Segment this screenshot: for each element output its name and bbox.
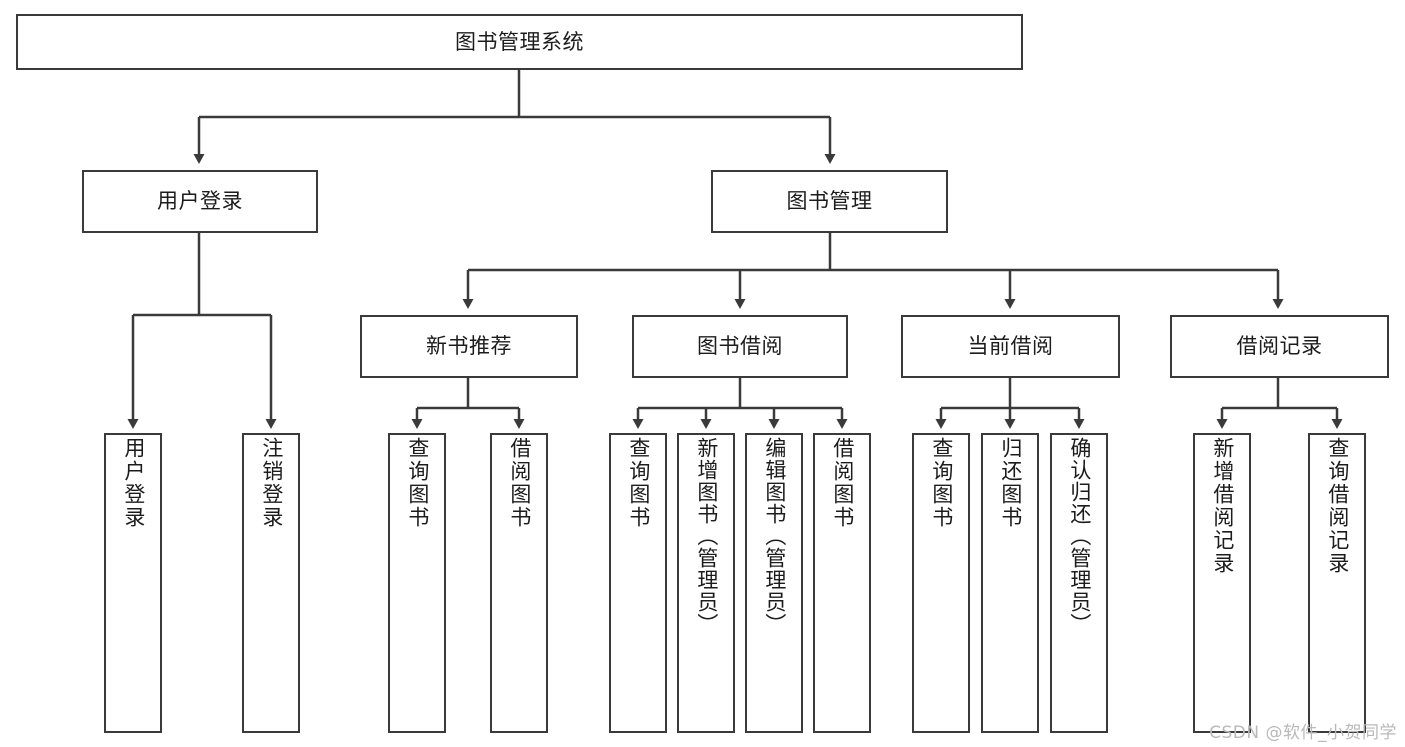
node-label: 当前借阅	[967, 334, 1054, 359]
leaf-query-book-newbook[interactable]: 查询图书	[388, 433, 446, 733]
node-label: 用户登录	[121, 437, 146, 529]
leaf-return-book[interactable]: 归还图书	[981, 433, 1039, 733]
node-label: 查询借阅记录	[1325, 437, 1350, 575]
node-label: 新书推荐	[426, 334, 512, 359]
node-book-management[interactable]: 图书管理	[711, 170, 948, 233]
leaf-logout[interactable]: 注销登录	[242, 433, 300, 733]
leaf-confirm-return-admin[interactable]: 确认归还（管理员）	[1050, 433, 1108, 733]
leaf-user-login[interactable]: 用户登录	[104, 433, 162, 733]
node-current-borrow[interactable]: 当前借阅	[901, 315, 1120, 378]
node-label: 查询图书	[626, 437, 651, 529]
leaf-query-book-current[interactable]: 查询图书	[912, 433, 970, 733]
leaf-borrow-book-newbook[interactable]: 借阅图书	[490, 433, 548, 733]
node-label: 新增借阅记录	[1210, 437, 1235, 575]
leaf-query-borrow-record[interactable]: 查询借阅记录	[1308, 433, 1366, 733]
node-borrow-record[interactable]: 借阅记录	[1170, 315, 1389, 378]
node-root[interactable]: 图书管理系统	[16, 14, 1023, 70]
node-label: 归还图书	[998, 437, 1023, 529]
leaf-query-book-borrow[interactable]: 查询图书	[609, 433, 667, 733]
node-user-login[interactable]: 用户登录	[82, 170, 318, 233]
node-label: 借阅记录	[1236, 334, 1323, 359]
node-label: 注销登录	[259, 437, 284, 529]
node-label: 确认归还（管理员）	[1067, 437, 1092, 635]
node-label: 图书管理	[786, 189, 873, 214]
node-label: 查询图书	[405, 437, 430, 529]
leaf-borrow-book-borrow[interactable]: 借阅图书	[813, 433, 871, 733]
leaf-add-borrow-record[interactable]: 新增借阅记录	[1193, 433, 1251, 733]
leaf-edit-book-admin[interactable]: 编辑图书（管理员）	[745, 433, 803, 733]
node-new-book-recommend[interactable]: 新书推荐	[360, 315, 578, 378]
leaf-add-book-admin[interactable]: 新增图书（管理员）	[677, 433, 735, 733]
node-label: 图书管理系统	[455, 29, 584, 54]
node-label: 新增图书（管理员）	[694, 437, 719, 635]
node-label: 借阅图书	[507, 437, 532, 529]
node-label: 查询图书	[929, 437, 954, 529]
node-book-borrow[interactable]: 图书借阅	[632, 315, 848, 378]
node-label: 图书借阅	[697, 334, 783, 359]
watermark: CSDN @软件_小贺同学	[1209, 723, 1397, 743]
node-label: 用户登录	[157, 189, 243, 214]
node-label: 借阅图书	[830, 437, 855, 529]
node-label: 编辑图书（管理员）	[762, 437, 787, 635]
